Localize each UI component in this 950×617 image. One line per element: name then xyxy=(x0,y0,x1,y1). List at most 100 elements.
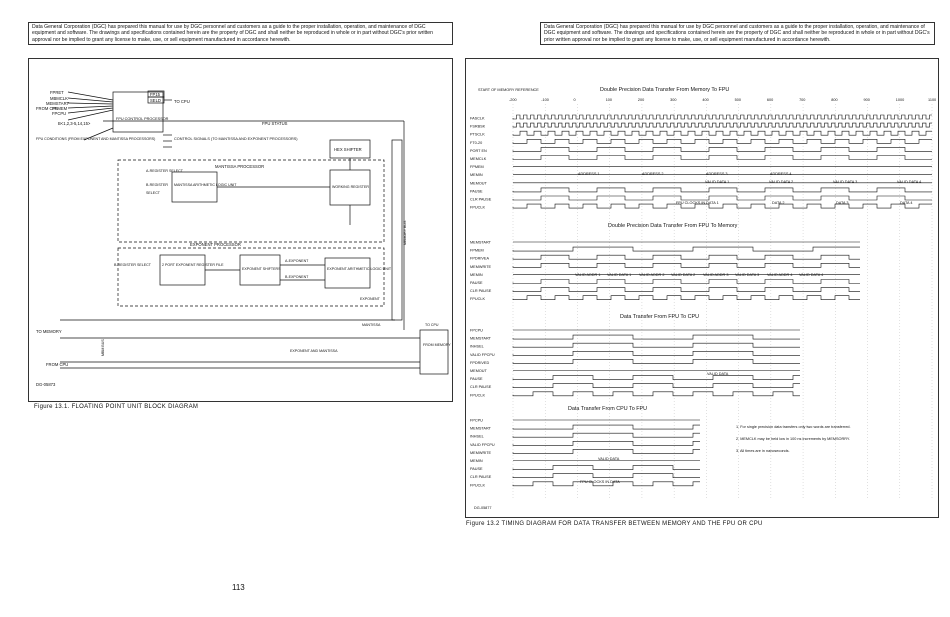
signal-label: MEMWRITE xyxy=(470,451,492,455)
bus-value-label: VALID ADDR 3 xyxy=(703,273,728,277)
bus-value-label: VALID DATA 2 xyxy=(671,273,695,277)
bus-value-label: VALID ADDR 4 xyxy=(767,273,792,277)
from-memory-label: FROM MEMORY xyxy=(423,343,451,347)
signal-waveform xyxy=(512,334,800,340)
signal-label: FPUCLK xyxy=(470,206,485,210)
time-tick-label: 400 xyxy=(702,98,708,102)
signal-label: PORT EN xyxy=(470,149,487,153)
signal-waveform xyxy=(512,465,700,470)
b-register-select-label: B-REGISTER SELECT xyxy=(114,263,152,267)
signal-waveform xyxy=(512,187,932,193)
signal-label: PAUSE xyxy=(470,189,483,193)
fpu-status-label: FPU STATUS xyxy=(262,121,288,126)
signal-waveform xyxy=(512,263,860,268)
exponent-shifters-label: EXPONENT SHIFTERS xyxy=(242,267,281,271)
control-processor-label: FPU CONTROL PROCESSOR xyxy=(116,117,169,121)
seld-label: SELD xyxy=(150,98,161,103)
time-tick-label: 1000 xyxy=(896,98,904,102)
time-tick-label: 200 xyxy=(638,98,644,102)
time-tick-label: 100 xyxy=(606,98,612,102)
time-tick-label: 1100 xyxy=(928,98,936,102)
section4-title: Data Transfer From CPU To FPU xyxy=(568,406,647,412)
to-memory-label: TO MEMORY xyxy=(36,329,62,334)
signal-label: MEMCLK xyxy=(470,157,487,161)
signal-label: FPUCLK xyxy=(470,297,485,301)
signal-label: FPUCLK xyxy=(470,483,485,487)
bus-value-label: DATA 3 xyxy=(836,201,849,205)
proprietary-notice-right: Data General Corporation (DGC) has prepa… xyxy=(540,22,935,46)
signal-waveform xyxy=(512,391,800,397)
timing-diagram-panel xyxy=(465,58,939,518)
exponent-and-mantissa-label: EXPONENT AND MANTISSA xyxy=(290,349,338,353)
to-cpu-label: TO CPU xyxy=(174,99,190,104)
signal-label: FPUCLK xyxy=(470,393,485,397)
note-2: 2. MEMCLK may be held low in 100 ns incr… xyxy=(736,437,850,441)
signal-waveform xyxy=(512,114,932,120)
proprietary-notice-left: Data General Corporation (DGC) has prepa… xyxy=(28,22,453,46)
mbm-bus-label: MBM BUS xyxy=(101,339,105,356)
signal-label: MEMSTART xyxy=(470,427,492,431)
signal-label: FPMEM xyxy=(470,165,484,169)
bus-value-label: FPU CLOCKS IN DATA 1 xyxy=(676,201,719,205)
signal-waveform xyxy=(512,139,932,144)
signal-label: VALID FPCPU xyxy=(470,443,495,447)
a-exponent-label: A-EXPONENT xyxy=(285,259,309,263)
signal-waveform xyxy=(512,342,800,348)
signal-label: PTSCLK xyxy=(470,133,485,137)
bus-value-label: VALID DATA 3 xyxy=(833,180,857,184)
time-tick-label: 500 xyxy=(735,98,741,102)
signal-label: PAUSE xyxy=(470,377,483,381)
signal-waveform xyxy=(512,424,700,430)
signal-in-memstart: MEMSTART xyxy=(46,101,70,106)
bus-value-label: DATA 2 xyxy=(772,201,785,205)
signal-in-fpcpu: FPCPU xyxy=(52,111,66,116)
bus-value-label: ADDRESS 3 xyxy=(706,172,728,176)
signal-waveform xyxy=(512,481,700,487)
signal-waveform xyxy=(512,473,700,478)
signal-label: VALID FPCPU xyxy=(470,353,495,357)
signal-label: PAUSE xyxy=(470,281,483,285)
signal-waveform xyxy=(512,383,800,388)
bus-value-label: VALID DATA xyxy=(598,457,620,461)
figure-caption-right: Figure 13.2 TIMING DIAGRAM FOR DATA TRAN… xyxy=(466,521,763,527)
fp15-label: FP15 xyxy=(150,92,161,97)
exponent-processor-label: EXPONENT PROCESSOR xyxy=(190,242,241,247)
signal-waveform xyxy=(512,441,700,446)
drawing-number-right: DG-05877 xyxy=(474,506,492,510)
signal-waveform xyxy=(512,449,700,454)
page-number: 113 xyxy=(232,583,245,592)
signal-waveform xyxy=(512,122,932,128)
b-register-label: B-REGISTER xyxy=(146,183,168,187)
bus-value-label: VALID ADDR 1 xyxy=(575,273,600,277)
signal-label: CLR PAUSE xyxy=(470,198,492,202)
signal-label: MEMIN xyxy=(470,273,483,277)
signal-waveform xyxy=(512,155,932,160)
signal-label: FPCPU xyxy=(470,419,483,423)
signal-waveform xyxy=(512,351,800,356)
bus-value-label: VALID DATA 1 xyxy=(705,180,729,184)
time-tick-label: -200 xyxy=(509,98,517,102)
signal-label: MEMOUT xyxy=(470,181,488,185)
figure-caption-left: Figure 13.1. FLOATING POINT UNIT BLOCK D… xyxy=(34,404,199,410)
signal-label: FPMEM xyxy=(470,249,484,253)
signal-label: FASCLK xyxy=(470,117,485,121)
signal-in-fpmem: FPMEM xyxy=(52,106,68,111)
signal-label: INHSEL xyxy=(470,345,484,349)
section3-title: Data Transfer From FPU To CPU xyxy=(620,314,699,320)
signal-waveform xyxy=(512,130,932,136)
section2-title: Double Precision Data Transfer From FPU … xyxy=(608,223,738,229)
signal-label: MEMOUT xyxy=(470,369,488,373)
signal-label: FT0-20 xyxy=(470,141,482,145)
time-tick-label: 0 xyxy=(573,98,575,102)
bus-value-label: VALID DATA 3 xyxy=(735,273,759,277)
time-tick-label: -100 xyxy=(541,98,549,102)
signal-label: FPDRIVED xyxy=(470,361,489,365)
signal-waveform xyxy=(512,359,800,364)
signal-label: FPDRIVEA xyxy=(470,257,489,261)
signal-label: CLR PAUSE xyxy=(470,475,492,479)
bus-value-label: VALID DATA xyxy=(707,372,729,376)
signal-waveform xyxy=(512,254,860,260)
signal-waveform xyxy=(512,432,700,438)
memory-bus-label: MEMORY BUS xyxy=(403,220,407,245)
